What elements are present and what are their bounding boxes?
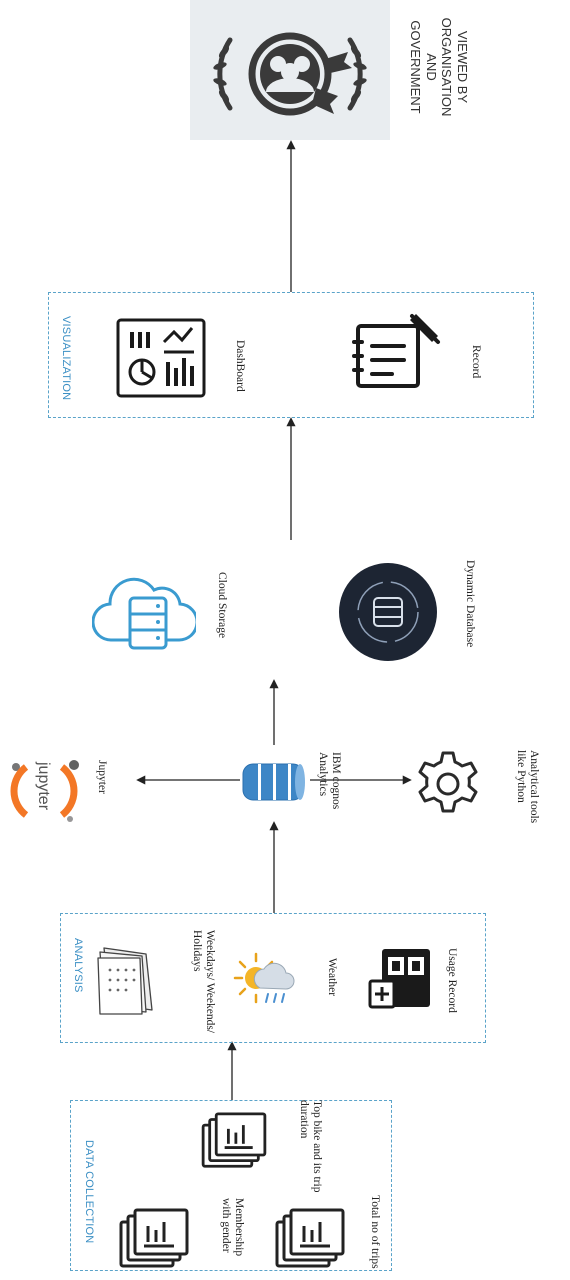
cloud-storage-label: Cloud Storage <box>216 572 228 639</box>
visualization-title: VISUALIZATION <box>60 316 72 401</box>
database-icon <box>240 758 306 806</box>
analytical-tools-label: Analytical tools like Python <box>514 750 540 824</box>
jupyter-logo-text: jupyter <box>35 762 52 811</box>
top-bike-trip-label: Top bike and its trip duration <box>297 1100 323 1193</box>
jupyter-label: Jupyter <box>96 760 108 794</box>
document-stack-icon <box>118 1208 190 1270</box>
viewed-by-label: VIEWED BY ORGANISATION AND GOVERNMENT <box>408 17 470 117</box>
jupyter-logo-icon <box>4 755 84 827</box>
usage-record-icon <box>368 945 434 1015</box>
analysis-title: ANALYSIS <box>72 938 84 993</box>
analysis-box <box>60 913 486 1043</box>
record-label: Record <box>470 345 482 379</box>
dynamic-database-icon <box>338 562 438 662</box>
data-collection-title: DATA COLLECTION <box>83 1140 95 1244</box>
usage-record-label: Usage Record <box>446 948 458 1013</box>
weather-label: Weather <box>326 958 338 997</box>
total-trips-label: Total no of trips <box>369 1195 381 1269</box>
weather-icon <box>232 950 296 1014</box>
dashboard-label: DashBoard <box>234 340 246 392</box>
ibm-cognos-label: IBM cognos Analytics <box>316 752 342 810</box>
calendar-pages-icon <box>96 944 160 1016</box>
award-laurel-icon <box>213 32 367 116</box>
record-clipboard-icon <box>352 312 442 392</box>
organisation-badge-panel <box>190 0 390 140</box>
dynamic-database-label: Dynamic Database <box>464 560 476 648</box>
weekdays-label: Weekdays/ Weekends/ Holidays <box>190 930 216 1034</box>
membership-gender-label: Membership with gender <box>219 1198 245 1257</box>
document-stack-icon <box>200 1112 268 1170</box>
document-stack-icon <box>274 1208 346 1270</box>
gear-icon <box>412 748 484 820</box>
dashboard-icon <box>116 318 206 398</box>
visualization-box <box>48 292 534 418</box>
data-collection-box <box>70 1100 392 1271</box>
cloud-storage-icon <box>92 568 196 658</box>
